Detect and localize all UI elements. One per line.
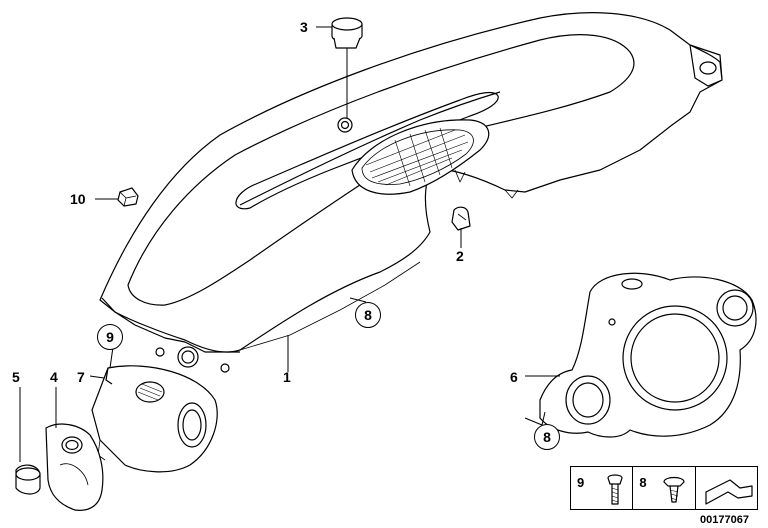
callout-4: 4	[50, 369, 58, 385]
callout-7: 7	[77, 369, 85, 385]
legend-label-9: 9	[577, 475, 585, 490]
cap-5	[15, 464, 41, 495]
legend-cell-arrow	[696, 467, 757, 509]
clip-2	[451, 206, 471, 231]
leader-lines	[19, 26, 560, 462]
legend-cell-8: 8	[633, 467, 696, 509]
instrument-cover-6	[539, 272, 757, 438]
dashboard-panel	[99, 12, 723, 373]
callout-6: 6	[510, 369, 518, 385]
legend-icons	[607, 474, 753, 505]
callout-3: 3	[300, 19, 308, 35]
fastener-legend: 9 8	[570, 466, 758, 510]
circled-callout-9: 9	[97, 324, 123, 350]
legend-label-8: 8	[639, 475, 647, 490]
circled-callout-8-top: 8	[355, 302, 381, 328]
document-number: 00177067	[700, 514, 749, 526]
callout-5: 5	[12, 369, 20, 385]
legend-cell-9: 9	[571, 467, 634, 509]
callout-10: 10	[70, 191, 86, 207]
callout-2: 2	[456, 248, 464, 264]
circled-callout-8-bottom: 8	[534, 424, 560, 450]
left-trim-panel	[91, 365, 218, 473]
side-cover-4	[45, 423, 104, 511]
clip-10	[117, 187, 139, 207]
clip-3	[331, 17, 363, 49]
callout-1: 1	[283, 369, 291, 385]
